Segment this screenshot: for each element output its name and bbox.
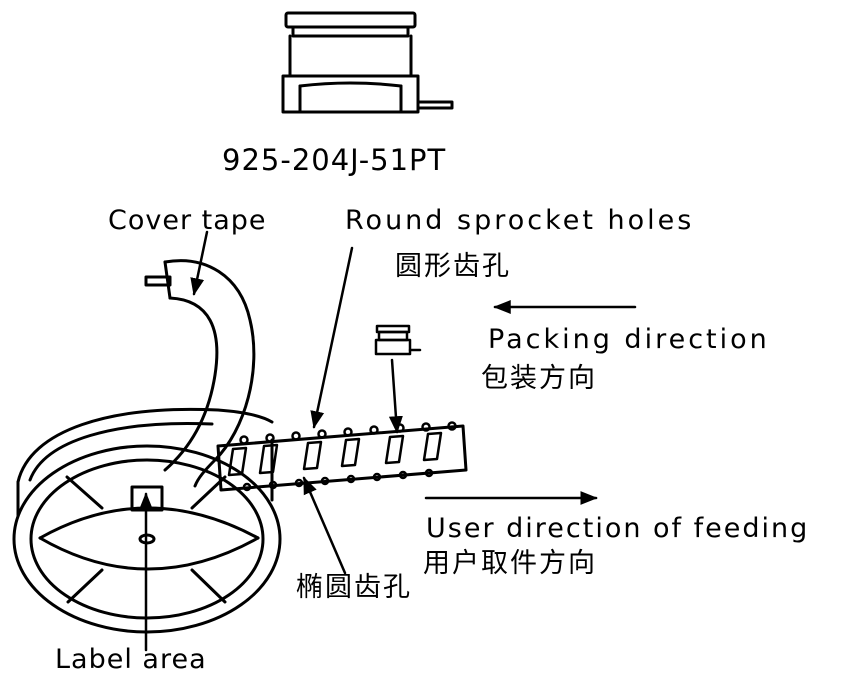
user-feed-direction-label-cn: 用户取件方向 bbox=[423, 548, 597, 579]
cover-tape bbox=[144, 259, 256, 488]
user-feed-direction-label: User direction of feeding bbox=[426, 513, 810, 544]
leader-lines bbox=[139, 230, 637, 652]
small-component-icon bbox=[374, 324, 422, 356]
component-drawing bbox=[281, 11, 454, 114]
packing-direction-label-cn: 包装方向 bbox=[481, 363, 597, 394]
elliptical-holes-label-cn: 椭圆齿孔 bbox=[296, 572, 412, 603]
elliptical-sprocket-holes bbox=[242, 468, 434, 492]
component-pockets bbox=[227, 431, 443, 477]
part-number-label: 925-204J-51PT bbox=[222, 143, 447, 177]
label-area-label: Label area bbox=[55, 644, 207, 675]
carrier-tape bbox=[216, 421, 468, 492]
packing-direction-label: Packing direction bbox=[488, 324, 770, 355]
round-holes-label-cn: 圆形齿孔 bbox=[395, 251, 511, 282]
round-holes-label: Round sprocket holes bbox=[345, 205, 695, 236]
cover-tape-label: Cover tape bbox=[108, 205, 267, 236]
